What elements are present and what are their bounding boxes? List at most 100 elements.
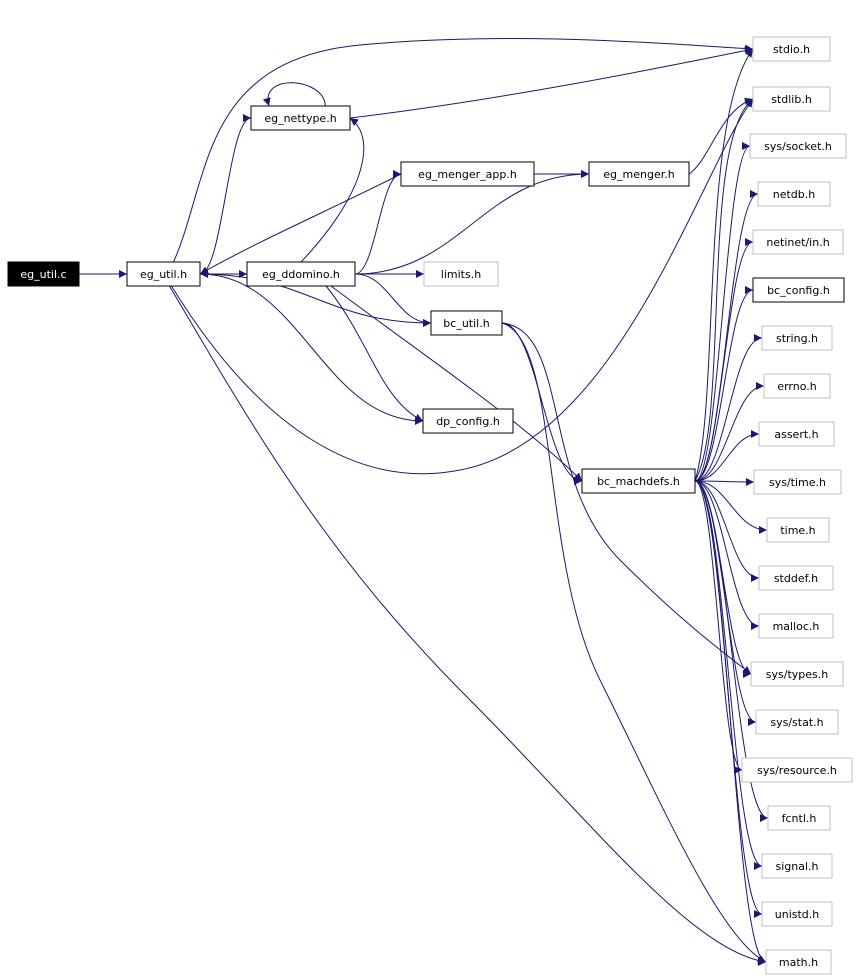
- node-box-signal_h: [761, 853, 833, 879]
- node-eg_ddomino_h[interactable]: eg_ddomino.h: [246, 261, 356, 287]
- node-math_h: math.h: [765, 949, 832, 975]
- node-label-eg_menger_h: eg_menger.h: [603, 168, 674, 181]
- node-label-errno_h: errno.h: [777, 380, 816, 393]
- edge-eg_ddomino_h-to-bc_machdefs_h: [330, 285, 583, 482]
- node-label-dp_config_h: dp_config.h: [436, 415, 500, 428]
- node-eg_util_c[interactable]: eg_util.c: [7, 261, 80, 287]
- node-eg_nettype_h[interactable]: eg_nettype.h: [250, 105, 351, 131]
- node-box-bc_util_h: [430, 310, 503, 336]
- edge-bc_machdefs_h-to-sys_resource_h: [694, 480, 743, 774]
- edge-eg_ddomino_h-to-eg_menger_app_h: [354, 170, 402, 275]
- node-box-errno_h: [763, 373, 831, 399]
- edge-bc_machdefs_h-to-stddef_h: [694, 480, 760, 582]
- node-box-bc_machdefs_h: [581, 468, 696, 494]
- node-label-unistd_h: unistd.h: [775, 908, 820, 921]
- node-eg_menger_app_h[interactable]: eg_menger_app.h: [400, 161, 535, 187]
- node-sys_socket_h: sys/socket.h: [749, 133, 847, 159]
- edge-bc_machdefs_h-to-fcntl_h: [694, 480, 769, 822]
- node-box-math_h: [765, 949, 832, 975]
- nodes-layer: eg_util.c eg_util.h eg_nettype.h eg_menger_…: [7, 36, 853, 975]
- edge-bc_machdefs_h-to-malloc_h: [694, 480, 760, 630]
- node-box-netinet_in_h: [752, 229, 844, 255]
- node-sys_resource_h: sys/resource.h: [741, 757, 853, 783]
- node-box-assert_h: [758, 421, 835, 447]
- node-label-eg_util_h: eg_util.h: [140, 268, 187, 281]
- node-box-sys_resource_h: [741, 757, 853, 783]
- node-label-math_h: math.h: [779, 956, 818, 969]
- node-label-signal_h: signal.h: [775, 860, 818, 873]
- node-eg_menger_h[interactable]: eg_menger.h: [588, 161, 690, 187]
- node-label-limits_h: limits.h: [441, 268, 481, 281]
- node-label-sys_socket_h: sys/socket.h: [764, 140, 832, 153]
- edge-eg_ddomino_h-to-dp_config_h: [325, 285, 424, 422]
- node-label-malloc_h: malloc.h: [773, 620, 820, 633]
- node-time_h: time.h: [766, 517, 830, 543]
- edge-eg_util_h-to-dp_config_h: [199, 273, 424, 425]
- edge-eg_ddomino_h-to-eg_nettype_h: [300, 117, 365, 263]
- node-fcntl_h: fcntl.h: [767, 805, 831, 831]
- node-eg_util_h[interactable]: eg_util.h: [126, 261, 201, 287]
- edge-bc_machdefs_h-to-time_h: [694, 480, 768, 534]
- edge-bc_util_h-to-bc_machdefs_h: [501, 322, 583, 485]
- node-box-eg_util_h: [126, 261, 201, 287]
- node-stdlib_h: stdlib.h: [752, 86, 831, 112]
- edge-bc_machdefs_h-to-assert_h: [694, 430, 760, 482]
- edge-eg_util_h-to-bc_util_h: [199, 273, 432, 327]
- edge-bc_machdefs_h-to-stdio_h: [694, 48, 754, 482]
- node-box-eg_menger_app_h: [400, 161, 535, 187]
- node-box-stdlib_h: [752, 86, 831, 112]
- node-label-sys_types_h: sys/types.h: [766, 668, 828, 681]
- edge-bc_util_h-to-sys_types_h: [501, 322, 752, 675]
- node-box-netdb_h: [757, 181, 831, 207]
- node-bc_util_h[interactable]: bc_util.h: [430, 310, 503, 336]
- node-dp_config_h[interactable]: dp_config.h: [422, 408, 514, 434]
- node-label-sys_resource_h: sys/resource.h: [757, 764, 837, 777]
- node-stddef_h: stddef.h: [758, 565, 834, 591]
- node-label-eg_ddomino_h: eg_ddomino.h: [262, 268, 340, 281]
- node-label-bc_machdefs_h: bc_machdefs.h: [597, 475, 680, 488]
- node-label-eg_nettype_h: eg_nettype.h: [264, 112, 336, 125]
- edge-eg_ddomino_h-to-eg_menger_h: [354, 170, 590, 275]
- node-label-assert_h: assert.h: [774, 428, 818, 441]
- edge-bc_machdefs_h-to-netinet_in_h: [694, 238, 754, 482]
- node-errno_h: errno.h: [763, 373, 831, 399]
- node-limits_h: limits.h: [423, 261, 499, 287]
- node-box-stdio_h: [752, 36, 831, 62]
- edge-bc_util_h-to-math_h: [501, 322, 767, 963]
- node-stdio_h: stdio.h: [752, 36, 831, 62]
- node-label-netdb_h: netdb.h: [773, 188, 816, 201]
- edge-bc_machdefs_h-to-sys_types_h: [694, 480, 752, 678]
- node-label-fcntl_h: fcntl.h: [782, 812, 817, 825]
- node-box-sys_socket_h: [749, 133, 847, 159]
- edge-eg_util_h-to-stdlib_h: [171, 98, 754, 475]
- node-label-stddef_h: stddef.h: [774, 572, 818, 585]
- node-netinet_in_h: netinet/in.h: [752, 229, 844, 255]
- node-box-eg_ddomino_h: [246, 261, 356, 287]
- node-box-stddef_h: [758, 565, 834, 591]
- node-sys_types_h: sys/types.h: [750, 661, 844, 687]
- node-sys_stat_h: sys/stat.h: [755, 709, 839, 735]
- edge-eg_ddomino_h-to-bc_util_h: [354, 273, 432, 327]
- node-label-bc_util_h: bc_util.h: [443, 317, 489, 330]
- node-label-sys_stat_h: sys/stat.h: [770, 716, 823, 729]
- node-box-malloc_h: [758, 613, 834, 639]
- node-box-fcntl_h: [767, 805, 831, 831]
- edge-bc_machdefs_h-to-sys_socket_h: [694, 142, 751, 482]
- node-box-sys_types_h: [750, 661, 844, 687]
- node-label-sys_time_h: sys/time.h: [769, 476, 826, 489]
- node-box-time_h: [766, 517, 830, 543]
- node-bc_config_h[interactable]: bc_config.h: [752, 277, 845, 303]
- edge-eg_nettype_h-to-eg_nettype_h: [262, 82, 326, 107]
- edge-bc_machdefs_h-to-stdlib_h: [694, 98, 754, 482]
- node-sys_time_h: sys/time.h: [753, 469, 842, 495]
- node-bc_machdefs_h[interactable]: bc_machdefs.h: [581, 468, 696, 494]
- edge-bc_machdefs_h-to-errno_h: [694, 382, 765, 482]
- node-box-string_h: [761, 325, 833, 351]
- node-box-unistd_h: [761, 901, 833, 927]
- edge-bc_machdefs_h-to-sys_time_h: [694, 477, 755, 486]
- edge-eg_menger_app_h-to-eg_util_h: [199, 173, 402, 275]
- node-label-string_h: string.h: [776, 332, 818, 345]
- edge-bc_machdefs_h-to-netdb_h: [694, 190, 759, 482]
- edge-bc_machdefs_h-to-bc_config_h: [694, 286, 754, 482]
- node-box-bc_config_h: [752, 277, 845, 303]
